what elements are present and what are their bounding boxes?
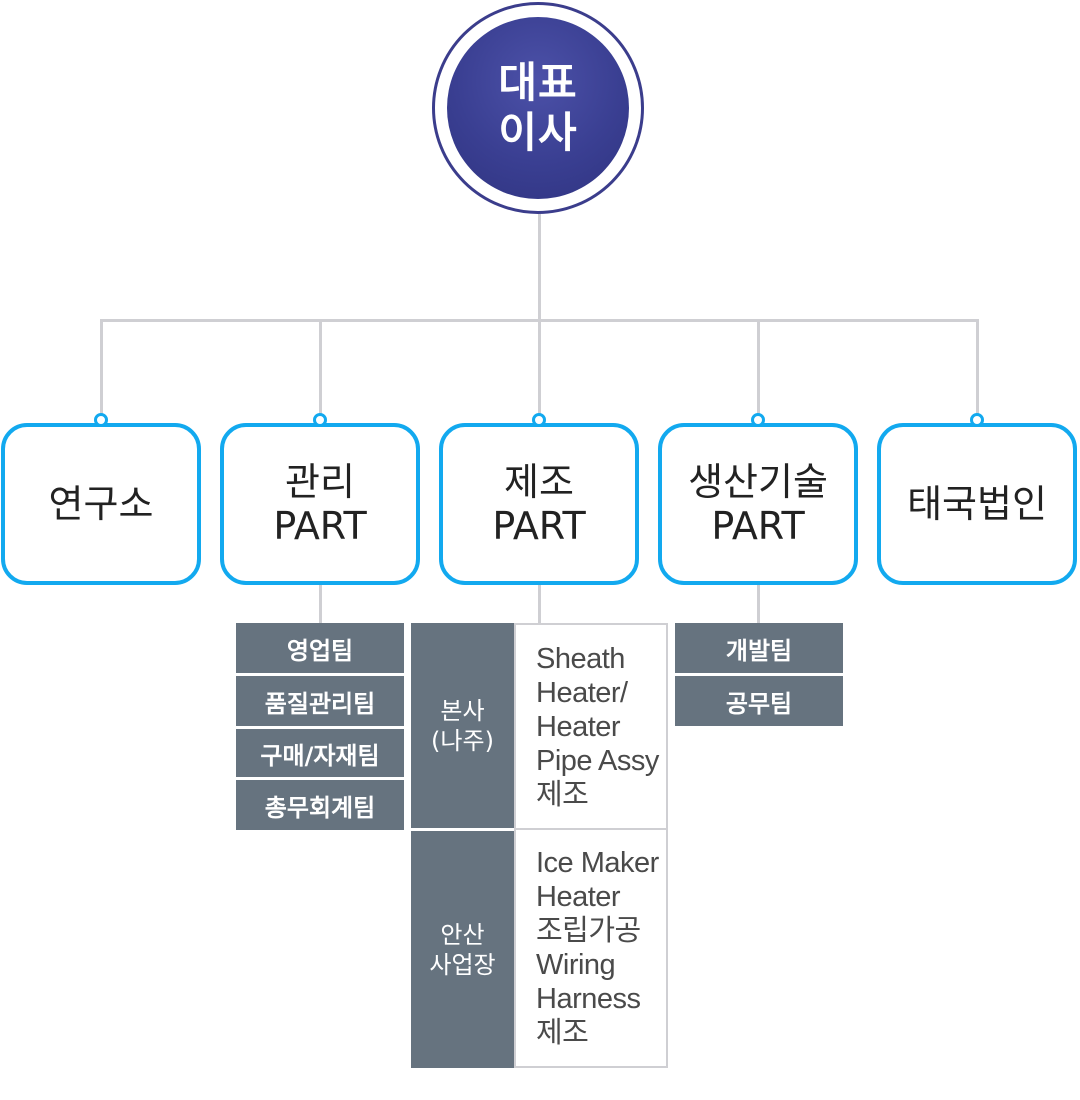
dept-production-tech-part: 생산기술 PART bbox=[658, 423, 858, 585]
site-name-line2: 사업장 bbox=[429, 950, 496, 979]
desc-line: Ice Maker bbox=[536, 847, 659, 879]
connector-dot-1 bbox=[94, 413, 108, 427]
desc-line: Sheath bbox=[536, 642, 625, 675]
desc-line: Heater bbox=[536, 710, 621, 743]
connector-manufacturing-sites bbox=[538, 585, 541, 623]
dept-sublabel: PART bbox=[273, 504, 367, 548]
desc-line: 제조 bbox=[536, 778, 589, 811]
desc-line: 조립가공 bbox=[536, 915, 641, 947]
desc-line: Harness bbox=[536, 983, 641, 1015]
ceo-label-line1: 대표 bbox=[498, 58, 578, 107]
team-sales: 영업팀 bbox=[236, 623, 404, 673]
site-headquarters-description: Sheath Heater/ Heater Pipe Assy 제조 bbox=[514, 623, 668, 830]
connector-ceo-down bbox=[538, 214, 541, 321]
team-general-accounting: 총무회계팀 bbox=[236, 780, 404, 830]
team-facilities: 공무팀 bbox=[675, 676, 843, 726]
connector-dept-1 bbox=[100, 319, 103, 419]
dept-label: 연구소 bbox=[48, 482, 154, 526]
site-name-line2: (나주) bbox=[431, 726, 494, 755]
site-ansan-description: Ice Maker Heater 조립가공 Wiring Harness 제조 bbox=[514, 828, 668, 1068]
dept-research-lab: 연구소 bbox=[1, 423, 201, 585]
dept-label: 태국법인 bbox=[907, 482, 1047, 526]
connector-management-teams bbox=[319, 585, 322, 623]
connector-dept-5 bbox=[976, 319, 979, 419]
connector-dot-5 bbox=[970, 413, 984, 427]
connector-dept-2 bbox=[319, 319, 322, 419]
desc-line: Heater bbox=[536, 881, 621, 913]
site-headquarters: 본사 (나주) bbox=[411, 623, 514, 828]
desc-line: Heater/ bbox=[536, 676, 628, 709]
site-ansan: 안산 사업장 bbox=[411, 831, 514, 1068]
dept-label: 제조 bbox=[504, 460, 574, 504]
connector-dept-3 bbox=[538, 319, 541, 419]
connector-dot-2 bbox=[313, 413, 327, 427]
desc-line: 제조 bbox=[536, 1017, 589, 1049]
dept-thailand-corp: 태국법인 bbox=[877, 423, 1077, 585]
site-name-line1: 안산 bbox=[440, 920, 485, 949]
team-quality-control: 품질관리팀 bbox=[236, 676, 404, 726]
ceo-node: 대표 이사 bbox=[447, 17, 629, 199]
dept-manufacturing-part: 제조 PART bbox=[439, 423, 639, 585]
dept-sublabel: PART bbox=[711, 504, 805, 548]
dept-label: 관리 bbox=[285, 460, 355, 504]
desc-line: Wiring bbox=[536, 949, 616, 981]
dept-sublabel: PART bbox=[492, 504, 586, 548]
connector-dot-3 bbox=[532, 413, 546, 427]
site-name-line1: 본사 bbox=[440, 696, 485, 725]
connector-production-teams bbox=[757, 585, 760, 623]
team-purchasing-materials: 구매/자재팀 bbox=[236, 729, 404, 777]
connector-dot-4 bbox=[751, 413, 765, 427]
dept-label: 생산기술 bbox=[688, 460, 828, 504]
team-development: 개발팀 bbox=[675, 623, 843, 673]
ceo-label-line2: 이사 bbox=[498, 108, 578, 157]
dept-management-part: 관리 PART bbox=[220, 423, 420, 585]
desc-line: Pipe Assy bbox=[536, 744, 659, 777]
connector-dept-4 bbox=[757, 319, 760, 419]
